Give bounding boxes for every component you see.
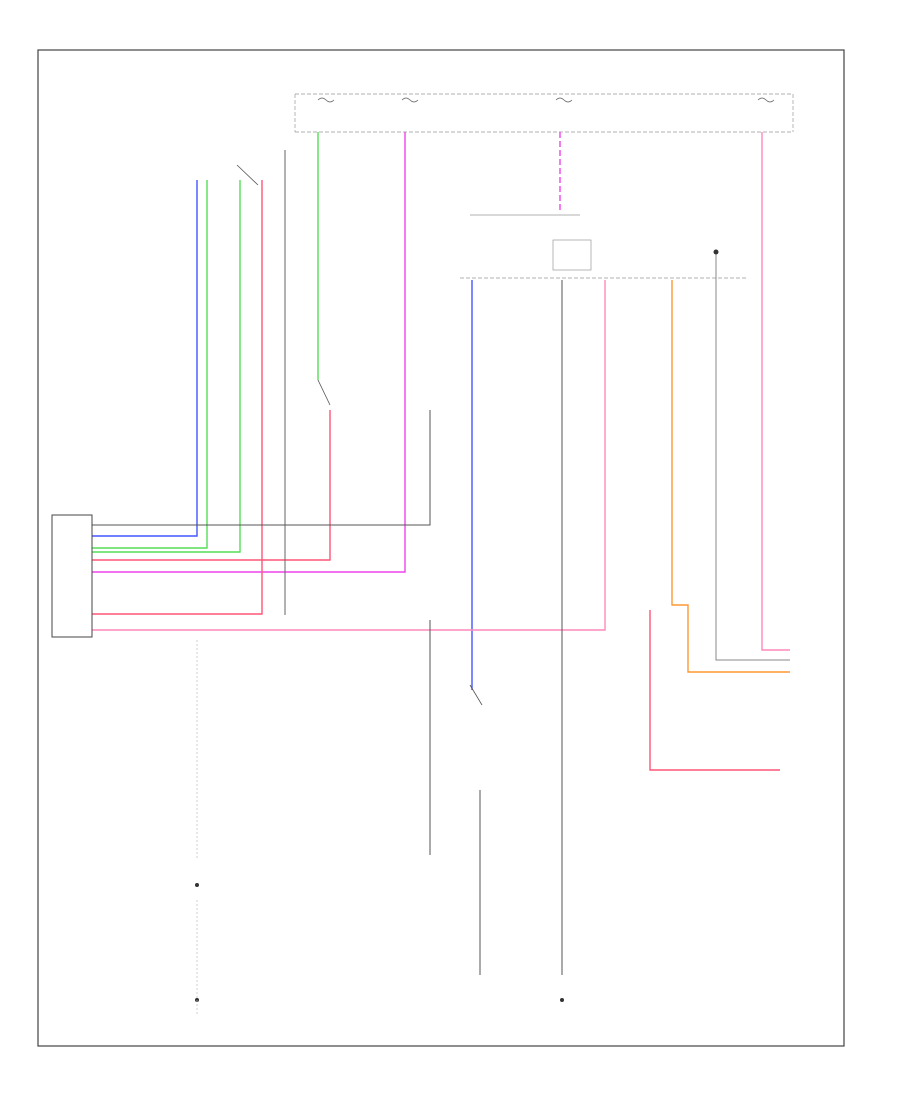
wire-red-loop xyxy=(649,610,780,771)
wires-vertical xyxy=(92,132,790,651)
wire-pink-horizontal xyxy=(92,280,606,631)
junction-block xyxy=(460,214,748,279)
switches xyxy=(236,164,483,706)
control-module xyxy=(51,514,93,638)
wire-orange xyxy=(671,280,790,673)
fuse-block xyxy=(294,93,794,133)
wire-pink-fuse4 xyxy=(761,132,790,651)
wires-left-group xyxy=(92,150,431,615)
wire-magenta-fuse2 xyxy=(92,132,406,573)
wire-pink-switch xyxy=(92,410,331,561)
diagram-frame xyxy=(37,49,845,1047)
ground-symbols xyxy=(195,249,719,1002)
